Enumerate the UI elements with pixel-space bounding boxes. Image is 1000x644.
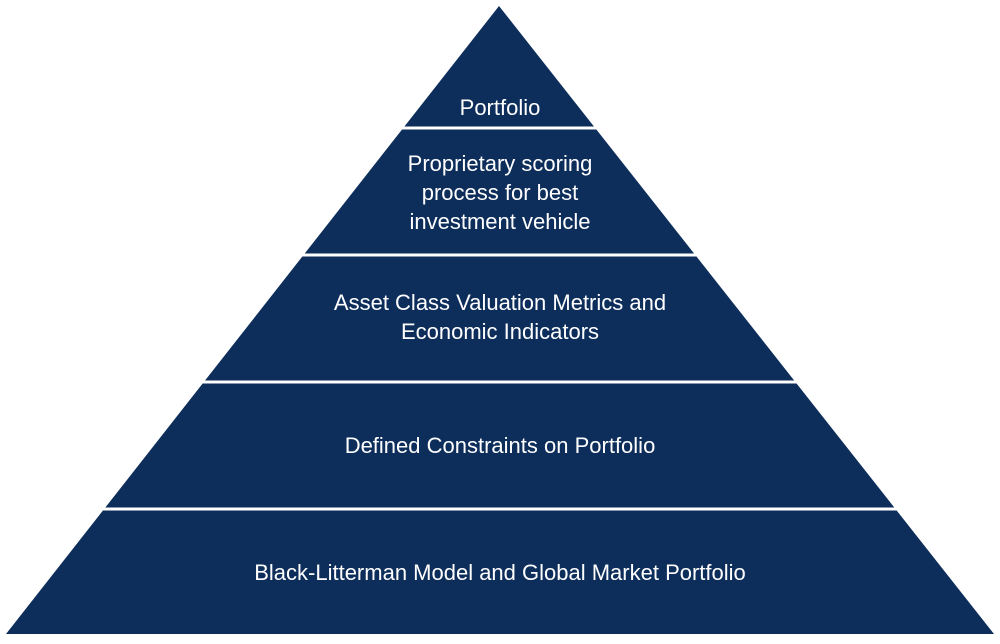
tier-separators — [102, 126, 898, 511]
tier-1-line-0: Proprietary scoring — [407, 150, 593, 176]
tier-label-portfolio: Portfolio — [0, 88, 1000, 126]
tier-4-line-0: Black-Litterman Model and Global Market … — [254, 559, 746, 585]
tier-3-line-0: Defined Constraints on Portfolio — [344, 432, 656, 458]
tier-label-defined-constraints: Defined Constraints on Portfolio — [0, 426, 1000, 464]
pyramid-shape — [6, 6, 994, 634]
tier-1-line-2: investment vehicle — [409, 208, 591, 234]
tier-label-proprietary-scoring: Proprietary scoring process for best inv… — [0, 146, 1000, 238]
tier-1-line-1: process for best — [421, 179, 579, 205]
tier-label-black-litterman: Black-Litterman Model and Global Market … — [0, 553, 1000, 591]
tier-2-line-0: Asset Class Valuation Metrics and — [333, 290, 667, 315]
tier-0-line-0: Portfolio — [459, 94, 541, 120]
tier-2-line-1: Economic Indicators — [400, 319, 600, 344]
tier-label-asset-class-valuation: Asset Class Valuation Metrics and Econom… — [0, 286, 1000, 348]
